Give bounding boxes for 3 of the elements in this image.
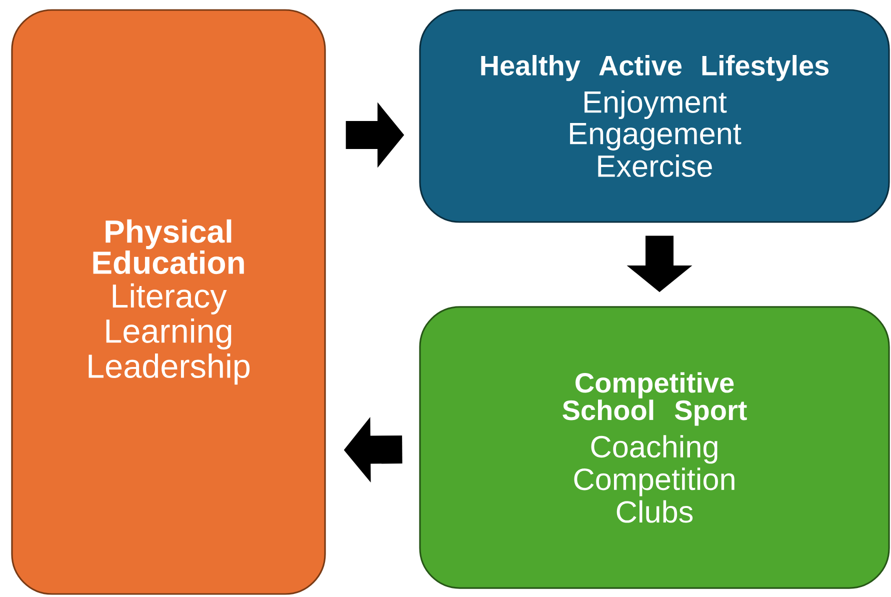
rounded-box: Healthy Active Lifestyles Enjoyment Engagement Exercise [419,9,890,223]
rounded-box: Competitive School Sport Coaching Competition Clubs [419,306,890,589]
rounded-box: Physical Education Literacy Learning Leadership [11,9,326,595]
